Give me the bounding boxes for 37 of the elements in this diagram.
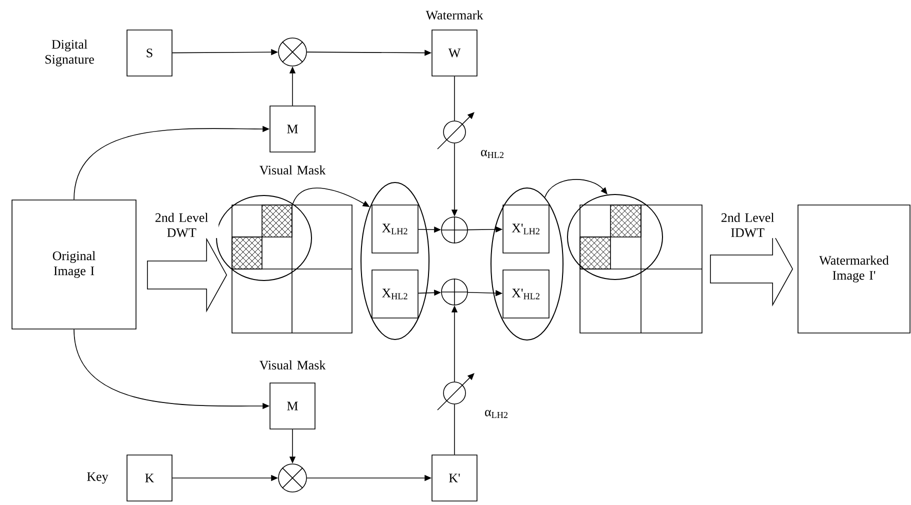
multiplier-symbol [278,464,307,492]
key-box: K [126,454,172,502]
image-box: Original Image I [12,200,136,330]
curved-arrow [544,179,608,198]
node-caption: Watermark [426,10,484,20]
connector-line [454,76,455,121]
adder-symbol [440,278,468,306]
subband-grid-drawing [580,204,702,334]
selection-ellipse [490,187,564,340]
coefficient-box: X$_{HL2}$ [372,270,418,318]
coefficient-box: X$_{LH2}$ [372,204,418,254]
selection-ellipse [360,182,430,340]
mask-box: M [270,106,316,152]
watermark-box: W [432,30,478,76]
multiplier-symbol [278,38,307,66]
node-caption: α$_{LH2}$ [485,410,508,418]
coefficient-box: X'$_{HL2}$ [502,270,550,318]
node-caption: Digital Signature [45,40,94,66]
key-box: K' [432,454,478,502]
node-caption: Key [87,472,108,484]
edge-label: 2nd Level DWT [144,212,219,238]
signature-box: S [126,30,172,76]
coefficient-box: X'$_{LH2}$ [502,204,550,254]
selection-ellipse [567,194,663,280]
gain-symbol [437,112,474,150]
subband-grid-drawing [232,204,352,334]
block-arrow [147,237,228,313]
connector-line [454,404,455,455]
mask-box: M [270,382,316,430]
selection-ellipse [216,194,312,281]
gain-symbol [437,373,474,410]
adder-symbol [440,216,468,244]
node-caption: Visual Mask [259,165,326,175]
node-caption: Visual Mask [259,360,326,370]
image-box: Watermarked Image I' [798,204,910,334]
node-caption: α$_{HL2}$ [481,150,504,158]
edge-label: 2nd Level IDWT [710,212,785,238]
